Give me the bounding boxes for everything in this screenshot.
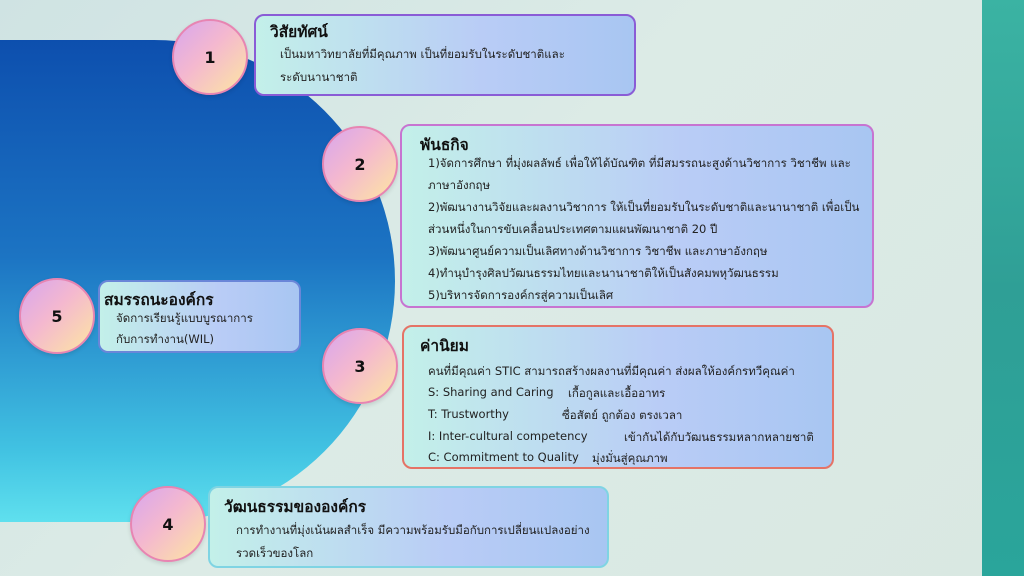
values-box: ค่านิยม คนที่มีคุณค่า STIC สามารถสร้างผล…: [402, 325, 834, 469]
competency-number: 5: [51, 306, 63, 326]
culture-line-2: รวดเร็วของโลก: [236, 546, 314, 560]
mission-number-circle: 2: [322, 126, 398, 202]
culture-line-1: การทำงานที่มุ่งเน้นผลสำเร็จ มีความพร้อมร…: [236, 523, 590, 537]
value-c-en: C: Commitment to Quality: [428, 450, 579, 464]
values-intro: คนที่มีคุณค่า STIC สามารถสร้างผลงานที่มี…: [428, 364, 795, 378]
value-i-th: เข้ากันได้กับวัฒนธรรมหลากหลายชาติ: [624, 430, 814, 444]
culture-number-circle: 4: [130, 486, 206, 562]
mission-number: 2: [354, 154, 366, 174]
mission-box: พันธกิจ 1)จัดการศึกษา ที่มุ่งผลลัพธ์ เพื…: [400, 124, 874, 308]
values-title: ค่านิยม: [420, 337, 469, 355]
value-c-th: มุ่งมั่นสู่คุณภาพ: [592, 451, 668, 465]
vision-number: 1: [204, 47, 216, 67]
values-number: 3: [354, 356, 366, 376]
competency-title: สมรรถนะองค์กร: [104, 291, 214, 309]
mission-line-5: 3)พัฒนาศูนย์ความเป็นเลิศทางด้านวิชาการ ว…: [428, 244, 768, 258]
culture-title: วัฒนธรรมขององค์กร: [224, 498, 367, 516]
vision-box: วิสัยทัศน์ เป็นมหาวิทยาลัยที่มีคุณภาพ เป…: [254, 14, 636, 96]
competency-line-1: จัดการเรียนรู้แบบบูรณาการ: [116, 311, 253, 325]
competency-box: สมรรถนะองค์กร จัดการเรียนรู้แบบบูรณาการ …: [98, 280, 301, 353]
mission-line-2: ภาษาอังกฤษ: [428, 178, 491, 192]
culture-number: 4: [162, 514, 174, 534]
competency-line-2: กับการทำงาน(WIL): [116, 332, 214, 346]
culture-box: วัฒนธรรมขององค์กร การทำงานที่มุ่งเน้นผลส…: [208, 486, 609, 568]
vision-title: วิสัยทัศน์: [270, 23, 328, 41]
mission-line-7: 5)บริหารจัดการองค์กรสู่ความเป็นเลิศ: [428, 288, 614, 302]
competency-number-circle: 5: [19, 278, 95, 354]
mission-title: พันธกิจ: [420, 136, 469, 154]
mission-line-6: 4)ทำนุบำรุงศิลปวัฒนธรรมไทยและนานาชาติให้…: [428, 266, 779, 280]
vision-number-circle: 1: [172, 19, 248, 95]
value-t-en: T: Trustworthy: [428, 407, 509, 421]
mission-line-1: 1)จัดการศึกษา ที่มุ่งผลลัพธ์ เพื่อให้ได้…: [428, 156, 851, 170]
mission-line-3: 2)พัฒนางานวิจัยและผลงานวิชาการ ให้เป็นที…: [428, 200, 860, 214]
values-number-circle: 3: [322, 328, 398, 404]
teal-side-strip: [982, 0, 1024, 576]
vision-line-2: ระดับนานาชาติ: [280, 70, 358, 84]
value-t-th: ซื่อสัตย์ ถูกต้อง ตรงเวลา: [562, 408, 683, 422]
mission-line-4: ส่วนหนึ่งในการขับเคลื่อนประเทศตามแผนพัฒน…: [428, 222, 718, 236]
vision-line-1: เป็นมหาวิทยาลัยที่มีคุณภาพ เป็นที่ยอมรับ…: [280, 47, 565, 61]
value-s-th: เกื้อกูลและเอื้ออาทร: [568, 386, 666, 400]
value-i-en: I: Inter-cultural competency: [428, 429, 588, 443]
value-s-en: S: Sharing and Caring: [428, 385, 554, 399]
